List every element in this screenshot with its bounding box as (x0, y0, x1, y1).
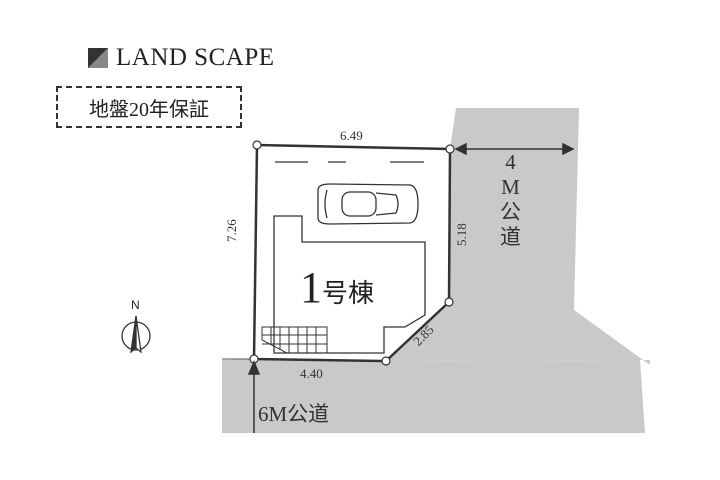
east-road-width: 4 (505, 150, 516, 174)
compass-north-label: N (131, 298, 140, 312)
north-compass-icon (121, 315, 151, 354)
dim-top: 6.49 (340, 128, 363, 143)
building-suffix: 号棟 (322, 279, 375, 308)
survey-points (249, 140, 455, 366)
east-road-char1: 公 (500, 200, 521, 224)
east-road-char2: 道 (500, 225, 521, 249)
building-label: 1 号棟 (300, 262, 374, 313)
south-road-label: 6M公道 (258, 402, 330, 426)
badge-text: 地盤20年保証 (89, 98, 209, 121)
dim-right: 5.18 (454, 223, 469, 246)
dim-left: 7.26 (224, 219, 239, 242)
road-width-arrow (454, 142, 575, 156)
building-number: 1 (300, 263, 322, 312)
east-road-unit: M (501, 175, 520, 199)
east-road-label: 4 M 公 道 (500, 150, 521, 250)
building-footprint (273, 215, 426, 354)
brand-logo: LAND SCAPE (88, 44, 275, 72)
entrance-hatch (261, 326, 328, 354)
south-road (222, 359, 645, 433)
brand-mark-icon (88, 48, 108, 68)
access-arrow (247, 360, 261, 433)
ground-warranty-badge: 地盤20年保証 (56, 86, 242, 128)
brand-name: LAND SCAPE (116, 44, 275, 71)
dim-bottom: 4.40 (300, 366, 323, 381)
car-icon (317, 183, 419, 225)
